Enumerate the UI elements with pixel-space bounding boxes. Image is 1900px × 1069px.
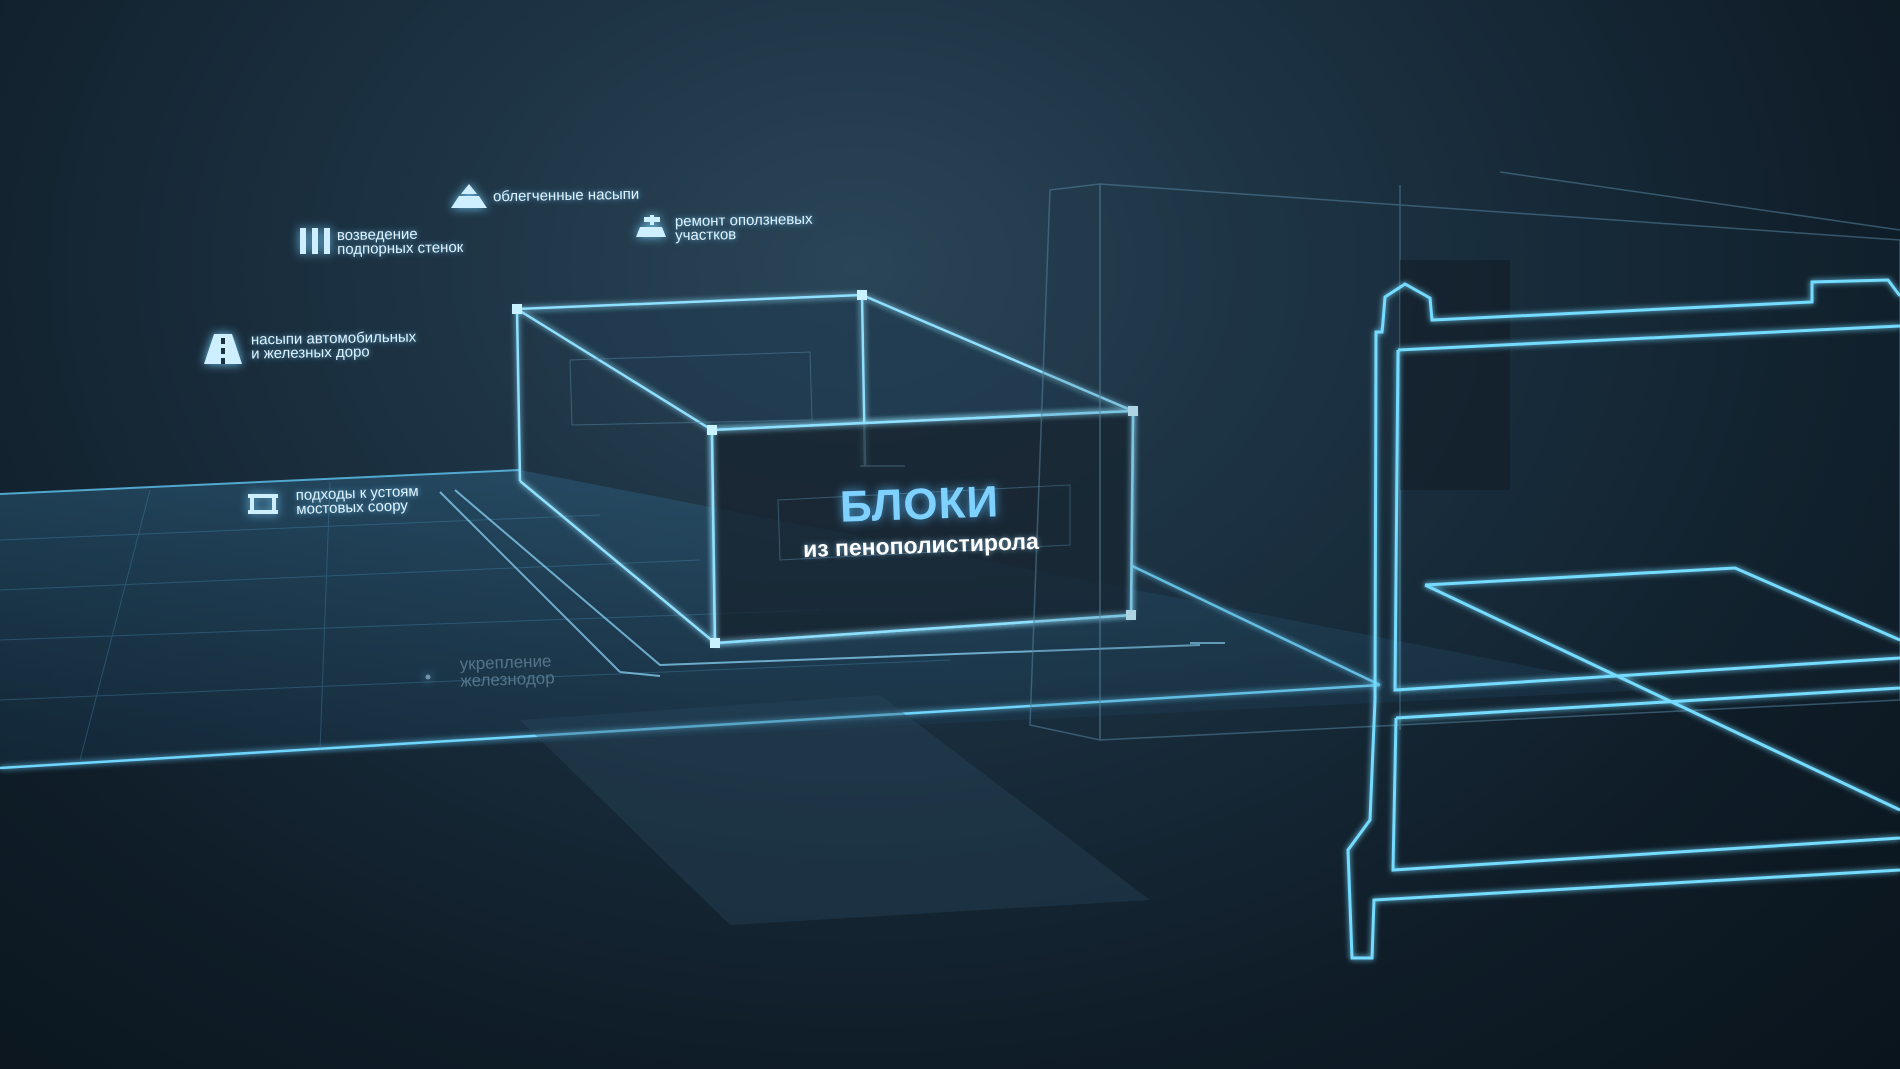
landslide-repair-icon [636, 215, 666, 237]
bridge-icon [248, 494, 278, 514]
label-retaining-walls: возведение подпорных стенок [336, 225, 464, 259]
retaining-wall-bars-icon [300, 228, 330, 254]
label-bridge-approaches: подходы к устоям мостовых соору [295, 482, 419, 519]
embankment-triangle-icon [451, 184, 487, 208]
dot-icon [425, 674, 431, 680]
label-railway-reinforcement: укрепление железнодор [459, 651, 555, 691]
block-title: БЛОКИ из пенополистирола [769, 475, 1072, 564]
road-icon [204, 334, 242, 364]
retaining-wall [1346, 278, 1900, 960]
title-main: БЛОКИ [839, 477, 1000, 532]
label-landslide-repair: ремонт оползневых участков [674, 210, 813, 245]
label-road-embankments: насыпи автомобильных и железных доро [250, 328, 417, 363]
label-light-embankments: облегченные насыпи [492, 185, 640, 206]
